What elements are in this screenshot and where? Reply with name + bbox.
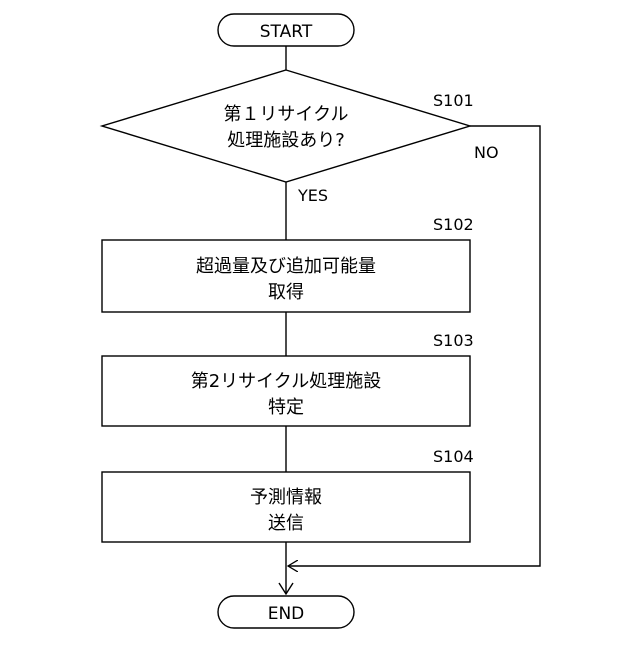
process-s103: 第2リサイクル処理施設 特定 xyxy=(102,356,470,426)
step-label-s104: S104 xyxy=(433,447,474,466)
end-label: END xyxy=(268,604,305,624)
step-label-s101: S101 xyxy=(433,91,474,110)
decision-line2: 処理施設あり? xyxy=(227,130,345,151)
process-s103-line2: 特定 xyxy=(268,397,304,418)
start-terminal: START xyxy=(218,14,354,46)
process-s104: 予測情報 送信 xyxy=(102,472,470,542)
process-s102-line2: 取得 xyxy=(268,282,304,303)
step-label-s103: S103 xyxy=(433,331,474,350)
process-s103-line1: 第2リサイクル処理施設 xyxy=(191,371,382,392)
decision-yes-label: YES xyxy=(297,186,328,205)
process-s104-line1: 予測情報 xyxy=(250,487,322,508)
process-s102-line1: 超過量及び追加可能量 xyxy=(196,256,376,277)
process-s104-line2: 送信 xyxy=(268,513,304,534)
decision-s101: 第１リサイクル 処理施設あり? xyxy=(102,70,470,182)
end-terminal: END xyxy=(218,596,354,628)
step-label-s102: S102 xyxy=(433,215,474,234)
start-label: START xyxy=(260,22,313,42)
decision-no-label: NO xyxy=(474,143,499,162)
decision-line1: 第１リサイクル xyxy=(223,104,348,125)
process-s102: 超過量及び追加可能量 取得 xyxy=(102,240,470,312)
